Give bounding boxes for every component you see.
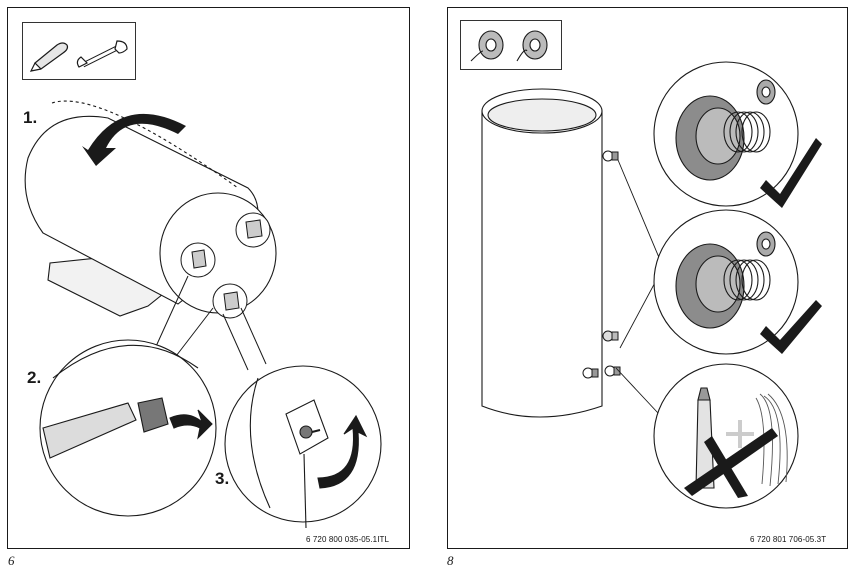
detail-circle-not-allowed xyxy=(653,363,799,509)
page-number-right: 8 xyxy=(447,553,454,568)
detail-circle-step-2 xyxy=(39,339,217,517)
screwdriver-icon xyxy=(29,42,69,72)
detail-circle-step-3 xyxy=(224,365,382,529)
tools-illustration xyxy=(29,40,128,72)
tools-illustration xyxy=(470,30,548,62)
zoom-lines xyxy=(152,275,267,371)
figure-reference-code: 6 720 800 035-05.1ITL xyxy=(306,535,390,544)
boiler-disassembly-illustration xyxy=(24,100,382,529)
sealing-tape-roll-icon xyxy=(470,30,504,62)
cross-out-x-icon xyxy=(684,428,778,498)
tank-connections xyxy=(180,212,271,319)
tool-box xyxy=(460,20,562,70)
tool-box xyxy=(22,22,136,80)
standing-tank-sealing-illustration xyxy=(481,61,822,509)
check-mark-icon xyxy=(760,138,822,208)
detail-circle-tape-ok-2 xyxy=(653,209,799,355)
step-1-label: 1. xyxy=(23,108,38,127)
figure-reference-code: 6 720 801 706-05.3T xyxy=(750,535,827,544)
check-mark-icon xyxy=(760,300,822,354)
left-instruction-panel: 1. 2. 3. 6 720 800 035-05.1ITL xyxy=(7,7,410,549)
wrench-icon xyxy=(76,40,128,68)
tank-connections xyxy=(582,150,621,379)
step-3-label: 3. xyxy=(215,469,230,488)
standing-tank xyxy=(481,88,603,418)
sealing-tape-roll-icon xyxy=(516,30,548,62)
right-instruction-panel: 6 720 801 706-05.3T xyxy=(447,7,848,549)
page-number-left: 6 xyxy=(8,553,15,568)
rotate-arrow-icon xyxy=(82,113,186,166)
detail-circle-tape-ok-1 xyxy=(653,61,799,207)
step-2-label: 2. xyxy=(27,368,42,387)
